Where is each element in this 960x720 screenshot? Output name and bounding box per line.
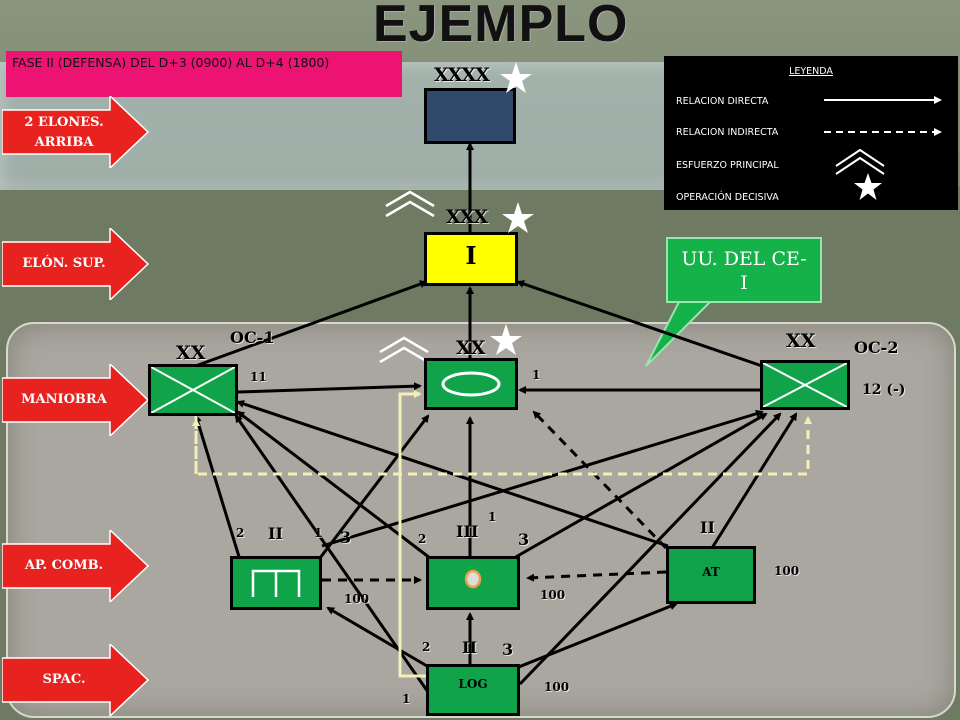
star-icon (854, 173, 882, 200)
legend-item-indirect: RELACION INDIRECTA (676, 127, 779, 138)
legend-title: LEYENDA (789, 66, 833, 77)
legend: LEYENDA RELACION DIRECTA RELACION INDIRE… (664, 56, 958, 210)
link-log-div-center-light (398, 390, 426, 678)
legend-item-direct: RELACION DIRECTA (676, 96, 769, 107)
level-label: AP. COMB. (24, 558, 104, 573)
level-arrow-upper-echelon: ELÓN. SUP. (2, 228, 150, 300)
callout-line2: I (740, 272, 748, 294)
link-div-left-corps (189, 280, 428, 370)
star-icon (490, 324, 522, 355)
antitank-unit[interactable]: AT (666, 546, 756, 604)
artillery-unit[interactable] (426, 556, 520, 610)
logistics-echelon: II (462, 638, 477, 657)
link-at-art-indirect (526, 570, 667, 582)
logistics-unit-text: LOG (458, 677, 488, 691)
artillery-top-number: 1 (488, 510, 497, 524)
link-eng-div-right (321, 409, 764, 548)
div-left-echelon: XX (176, 342, 206, 364)
phase-banner: FASE II (DEFENSA) DEL D+3 (0900) AL D+4 … (6, 51, 402, 97)
logistics-left-number: 2 (422, 640, 431, 654)
engineer-echelon: II (268, 524, 283, 543)
logistics-strength: 100 (544, 680, 570, 694)
level-label: MANIOBRA (21, 392, 107, 407)
star-icon (500, 62, 532, 93)
corps-unit-text: I (465, 241, 477, 270)
div-center-number: 1 (532, 368, 541, 382)
div-right-echelon: XX (786, 330, 816, 352)
logistics-bottom-number: 1 (402, 692, 411, 706)
link-div-left-center (237, 382, 422, 394)
logistics-right-number: 3 (502, 640, 514, 659)
ring-icon (464, 569, 482, 589)
div-center-unit[interactable] (424, 358, 518, 410)
antitank-unit-text: AT (702, 565, 720, 579)
x-cross-icon (150, 366, 236, 414)
link-eng-div-left (193, 414, 242, 561)
div-left-unit[interactable] (148, 364, 238, 416)
level-label: SPAC. (42, 672, 86, 687)
div-right-number: 12 (-) (862, 382, 906, 398)
callout-bubble: UU. DEL CE- I (666, 237, 822, 303)
link-div-left-right-indirect (194, 416, 812, 476)
level-arrow-two-echelons-up: 2 ELONES. ARRIBA (2, 96, 150, 168)
artillery-echelon: III (456, 522, 479, 541)
level-arrow-service-support: SPAC. (2, 644, 150, 716)
link-log-div-right (518, 412, 782, 686)
div-left-number: 11 (250, 370, 267, 384)
div-right-oc: OC-2 (854, 338, 899, 357)
link-log-div-left (234, 414, 430, 693)
artillery-left-number: 2 (418, 532, 427, 546)
corps-echelon: XXX (446, 206, 488, 228)
level-label: ELÓN. SUP. (22, 256, 106, 271)
level-label-line2: ARRIBA (34, 135, 94, 150)
engineer-extra-number: 3 (340, 528, 352, 547)
level-label-line1: 2 ELONES. (24, 115, 104, 130)
engineer-unit[interactable] (230, 556, 322, 610)
div-center-echelon: XX (456, 337, 486, 359)
page-title: EJEMPLO (373, 0, 629, 53)
chevron-icon (835, 148, 885, 175)
star-icon (502, 202, 534, 233)
link-eng-div-center (318, 414, 430, 559)
engineer-right-number: 1 (314, 526, 323, 540)
army-unit[interactable] (424, 88, 516, 144)
level-arrow-combat-support: AP. COMB. (2, 530, 150, 602)
level-arrow-maneuver: MANIOBRA (2, 364, 150, 436)
legend-item-main-effort: ESFUERZO PRINCIPAL (676, 160, 779, 171)
x-cross-icon (762, 362, 848, 408)
callout-line1: UU. DEL CE- (681, 248, 807, 270)
link-log-at (505, 602, 678, 674)
chevron-icon (385, 190, 435, 218)
link-at-div-right (710, 412, 798, 549)
engineer-icon (251, 569, 301, 597)
div-left-oc: OC-1 (230, 328, 275, 347)
engineer-left-number: 2 (236, 526, 245, 540)
div-right-unit[interactable] (760, 360, 850, 410)
corps-unit[interactable]: I (424, 232, 518, 286)
link-log-eng (326, 606, 445, 678)
legend-item-decisive: OPERACIÓN DECISIVA (676, 192, 779, 203)
antitank-strength: 100 (774, 564, 800, 578)
link-div-right-corps (516, 280, 769, 370)
link-art-div-right (513, 412, 768, 560)
chevron-icon (379, 336, 429, 364)
artillery-strength: 100 (540, 588, 566, 602)
logistics-unit[interactable]: LOG (426, 664, 520, 716)
army-echelon: XXXX (434, 64, 490, 86)
oval-icon (441, 371, 501, 397)
artillery-right-number: 3 (518, 530, 530, 549)
link-art-div-left (236, 410, 431, 560)
legend-symbols (824, 96, 942, 200)
engineer-strength: 100 (344, 592, 370, 606)
antitank-echelon: II (700, 518, 715, 537)
